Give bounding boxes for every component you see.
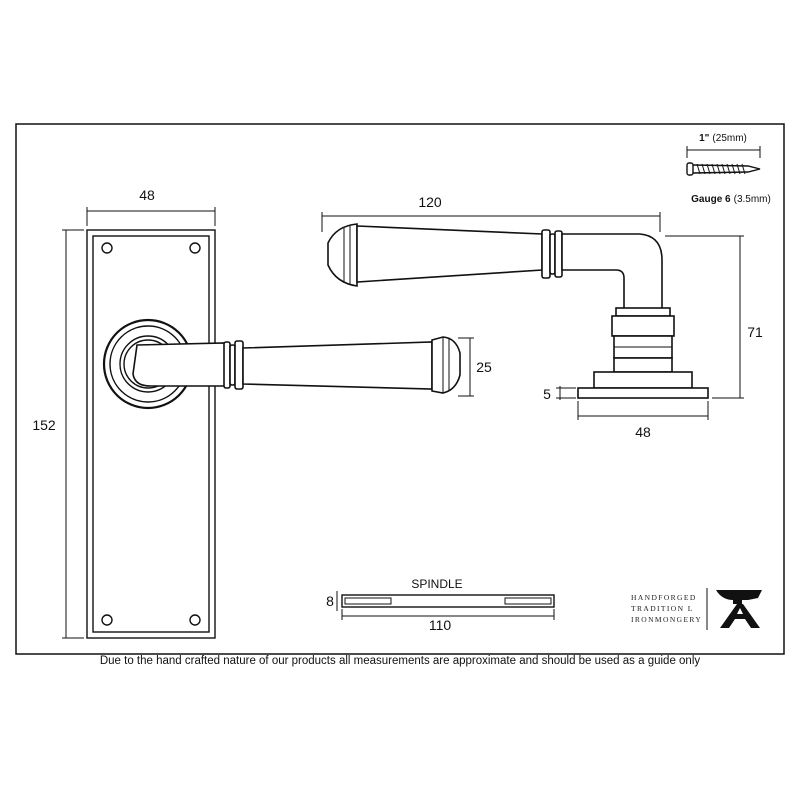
spindle-drawing [341,594,555,608]
screw-gauge-label: Gauge 6(3.5mm) [691,194,771,205]
disclaimer-note: Due to the hand crafted nature of our pr… [100,655,701,667]
spindle-length-label: 110 [429,617,452,633]
screw-drawing [686,146,761,176]
backplate-width-label: 48 [139,187,155,203]
rose-thickness-dimension [556,386,576,400]
screw-gauge-metric: (3.5mm) [734,194,771,205]
anvil-logo-icon [716,590,762,628]
side-height-label: 71 [747,324,763,340]
backplate-height-label: 152 [32,417,56,433]
drawing-border [15,123,785,655]
side-height-dimension [665,235,744,399]
side-length-dimension [321,212,661,232]
screw-length-metric: (25mm) [712,133,746,144]
screw-length-bold: 1" [699,133,710,144]
backplate [86,229,216,639]
side-length-label: 120 [418,194,442,210]
backplate-width-dimension [86,207,216,226]
brand-line-1: HANDFORGED [631,593,697,602]
front-lever [102,318,461,410]
side-view-lever [327,223,709,399]
spindle-thickness-label: 8 [326,593,334,609]
rose-width-dimension [577,401,709,420]
rose-thickness-label: 5 [543,386,551,402]
spindle-length-dimension [341,609,555,620]
grip-height-label: 25 [476,359,492,375]
brand-line-2: TRADITION L [631,604,694,613]
screw-length-label: 1"(25mm) [699,133,747,144]
backplate-height-dimension [62,229,84,639]
spindle-title: SPINDLE [411,577,462,591]
rose-width-label: 48 [635,424,651,440]
grip-height-dimension [458,337,474,397]
screw-gauge-bold: Gauge 6 [691,194,731,205]
brand-line-3: IRONMONGERY [631,615,702,624]
